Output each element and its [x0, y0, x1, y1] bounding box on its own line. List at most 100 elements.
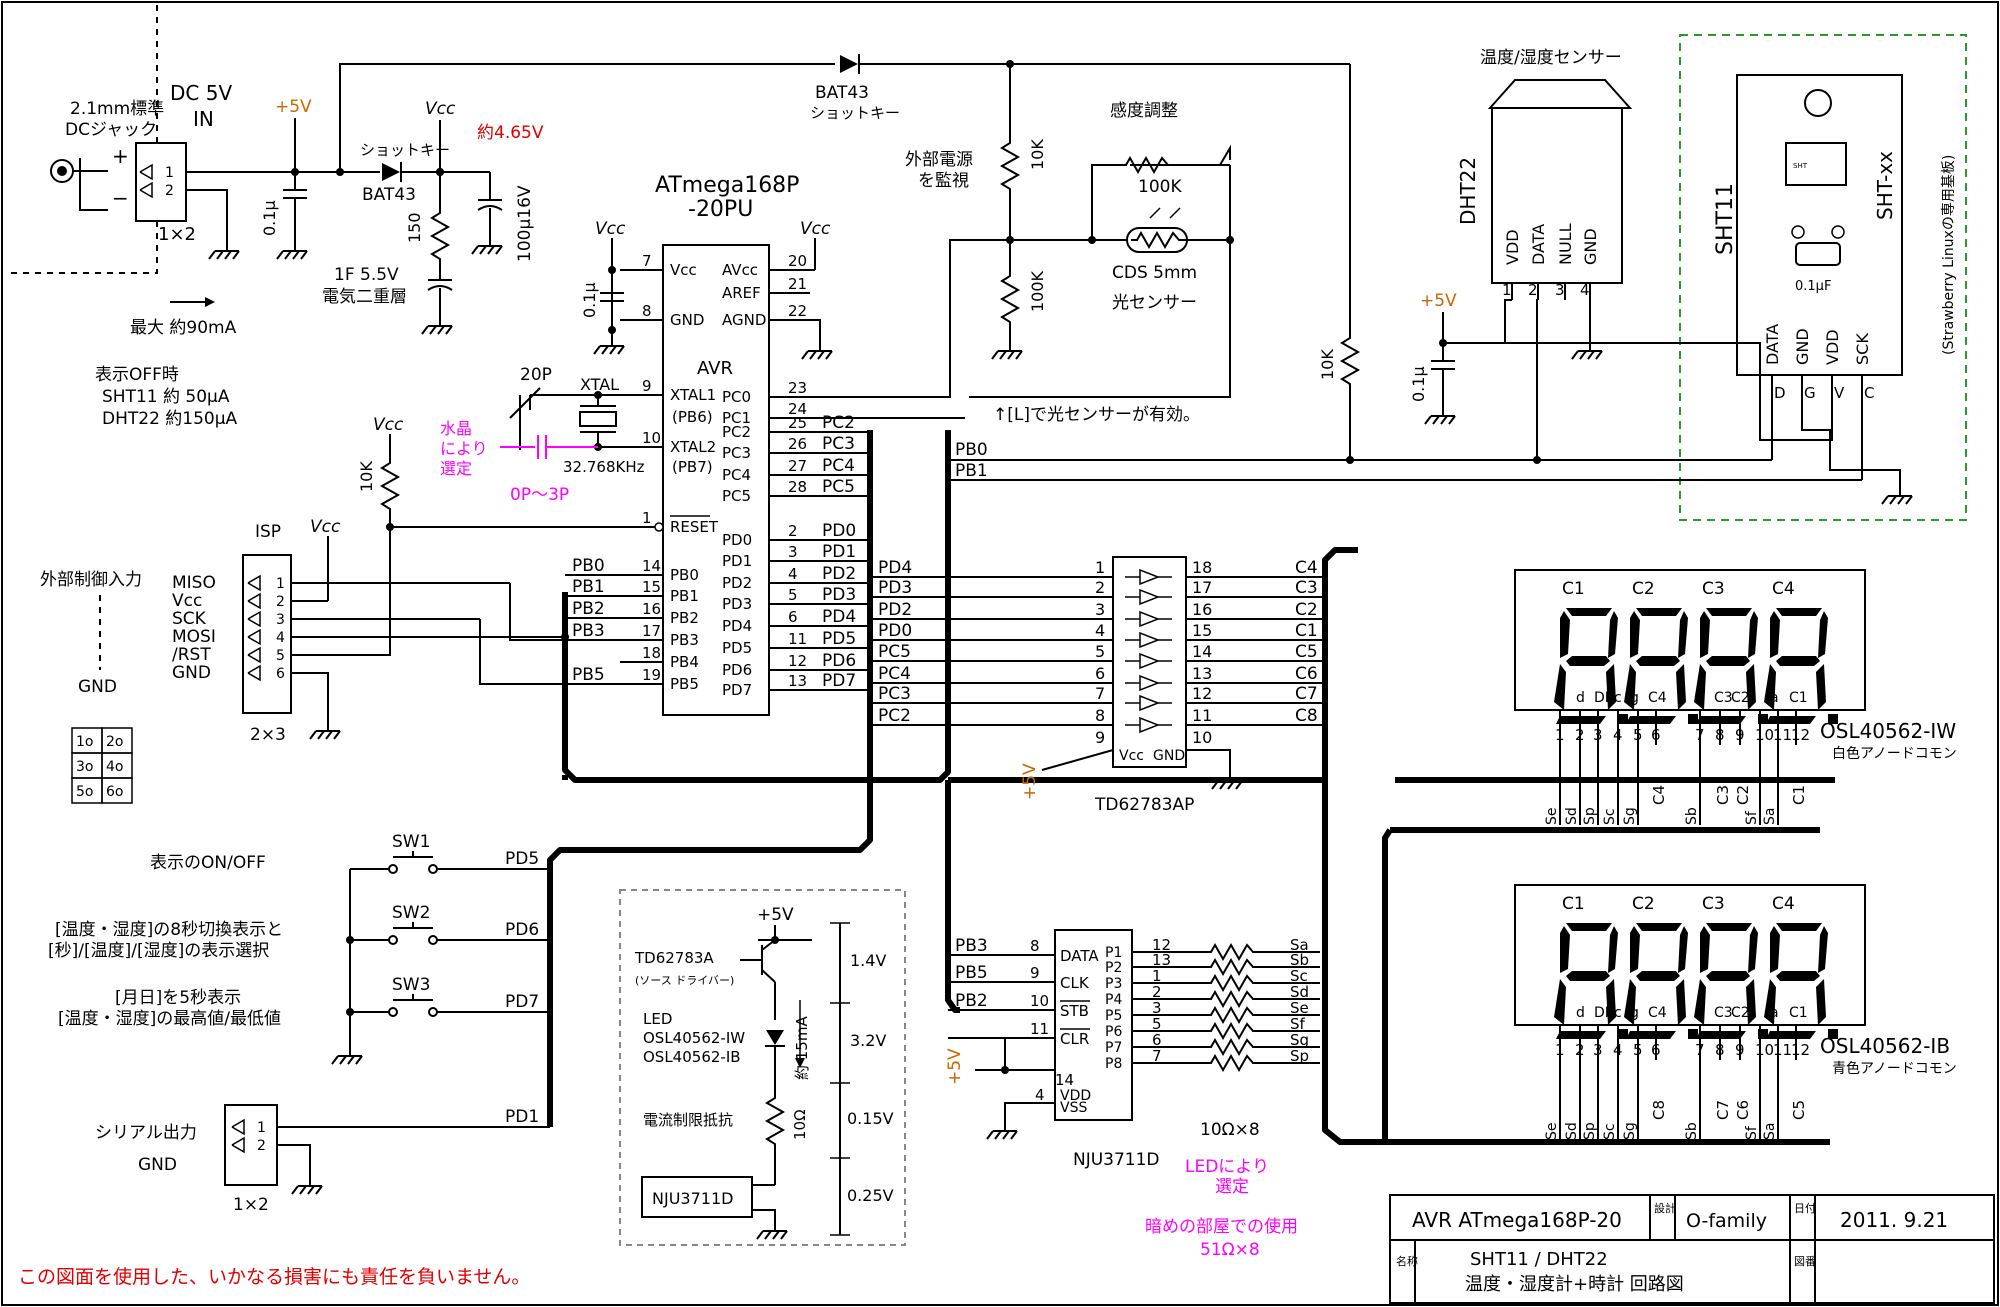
edlc-label-2: 電気二重層	[322, 287, 407, 307]
mcu-pin-num: 7	[642, 252, 652, 270]
drv-out-num: 11	[1192, 706, 1212, 725]
sht11-label: SHT11	[1713, 183, 1738, 255]
ledbox-led2: OSL40562-IB	[643, 1048, 741, 1066]
nju-p-label: P4	[1105, 992, 1122, 1008]
mcu-pin-label: PC2	[722, 423, 751, 441]
isp-connector	[242, 554, 292, 714]
mcu-pin-num: 14	[642, 557, 661, 575]
title-design: 設計	[1654, 1201, 1676, 1215]
seg-pin-label: a	[1770, 1005, 1779, 1021]
drv-out-num: 16	[1192, 600, 1212, 619]
display-seg-net: Sg	[1622, 1122, 1638, 1140]
nju-pin14: 14	[1055, 1071, 1074, 1089]
display-seg-net: Sa	[1762, 1123, 1778, 1140]
xtal-note-2: により	[440, 439, 488, 458]
mcu-pin-label: PD6	[722, 661, 752, 679]
display-seg-net: Sd	[1564, 807, 1580, 825]
seg-pin-label: f	[1748, 690, 1754, 706]
mcu-pin-label: PC4	[722, 466, 751, 484]
mcu-pin-num: 28	[788, 478, 807, 496]
c20p-label: 20P	[520, 365, 552, 385]
title-fig-label: 図番	[1794, 1255, 1816, 1268]
mcu-pin-num: 4	[788, 565, 798, 583]
dc-size-label: 1×2	[158, 224, 196, 245]
dht-pin-num: 4	[1580, 281, 1590, 299]
off-dht22: DHT22 約150μA	[102, 409, 238, 429]
mcu-cap-label: 0.1μ	[580, 282, 599, 318]
mcu-net-label: PC2	[822, 413, 855, 433]
mcu-pin-label: PB2	[670, 609, 699, 627]
digit-common-label: C4	[1772, 894, 1795, 914]
sensor-label: 光センサー	[1112, 293, 1197, 313]
drv-out-num: 18	[1192, 558, 1212, 577]
mcu-pin-label: PB4	[670, 653, 699, 671]
sht-pin-letter: G	[1804, 384, 1816, 402]
crystal: 20P XTAL 32.768KHz 水晶 により 選定 0P〜3P	[440, 365, 663, 505]
drv-out-num: 13	[1192, 664, 1212, 683]
dht-pin-num: 1	[1502, 281, 1512, 299]
mcu-net-label: PC3	[822, 434, 855, 454]
drv-in-net: PD2	[878, 600, 912, 620]
mcu-pin-num: 18	[642, 644, 661, 662]
dht-pin-num: 2	[1528, 281, 1538, 299]
switch-net: PD5	[505, 849, 539, 869]
nju-seg-label: Se	[1290, 999, 1309, 1017]
ext-control: 外部制御入力	[40, 570, 142, 590]
svg-text:2: 2	[165, 183, 174, 199]
ledbox-v3: 0.15V	[847, 1109, 894, 1128]
drv-out-num: 14	[1192, 642, 1212, 661]
display-seg-net: Se	[1544, 808, 1560, 826]
nju-seg-label: Sa	[1290, 936, 1309, 954]
switch-label: SW1	[392, 832, 430, 852]
off-sht11: SHT11 約 50μA	[102, 387, 230, 407]
mcu-pin-label: PD5	[722, 639, 752, 657]
seg-pin-label: e	[1556, 1005, 1565, 1021]
seg-pin-label: b	[1696, 1005, 1705, 1021]
display-pin-num: 11	[1773, 726, 1792, 744]
sensor-cap: 0.1μ	[1409, 366, 1428, 402]
display-seg-net: Sp	[1582, 1122, 1598, 1140]
digit-common-label: C4	[1772, 579, 1795, 599]
mcu-pin-label: PC3	[722, 444, 751, 462]
title-name-label: 名称	[1396, 1254, 1418, 1268]
ledbox-td: TD62783A	[634, 949, 714, 967]
nju-net: PB5	[955, 963, 988, 983]
mcu-pin-num: 15	[642, 578, 661, 596]
sht-pin-letter: D	[1774, 384, 1786, 402]
cap100-label: 100μ16V	[515, 185, 535, 262]
seg-pin-label: e	[1556, 690, 1565, 706]
nju-seg-label: Sc	[1290, 967, 1308, 985]
drv-gnd: GND	[1153, 748, 1185, 764]
ledbox-plus5v: +5V	[757, 905, 794, 925]
mcu-pin-num: 21	[788, 275, 807, 293]
nju-note-3: 暗めの部屋での使用	[1145, 1216, 1298, 1237]
mcu-suffix: -20PU	[688, 197, 753, 222]
ledbox-led1: OSL40562-IW	[643, 1029, 745, 1047]
mcu-pin-num: 6	[788, 608, 798, 626]
display-seg-net: Sa	[1762, 808, 1778, 825]
nju-pin-label: CLR	[1060, 1030, 1089, 1048]
mcu-pin-num: 16	[642, 600, 661, 618]
mcu-pin-label: PD3	[722, 595, 752, 613]
mcu-pin-label: AGND	[722, 311, 766, 329]
mcu-pin-num: 10	[642, 429, 661, 447]
display-seg-net: Sf	[1744, 810, 1760, 825]
led-current-note: +5V TD62783A (ソース ドライバー) LED OSL40562-IW…	[619, 889, 906, 1246]
mcu-pin-label: PD7	[722, 681, 752, 699]
mcu-left-net: PB3	[572, 621, 605, 641]
ledbox-led: LED	[643, 1010, 672, 1028]
drv-out-net: C8	[1295, 706, 1318, 726]
power-section: 2.1mm標準 DCジャック + − DC 5V IN 1×2 1 2 +5V …	[5, 5, 1010, 429]
drv-out-net: C7	[1295, 684, 1318, 704]
isp-title: ISP	[255, 522, 281, 542]
serial-net: PD1	[505, 1107, 539, 1127]
sht-chip-label: SHT	[1793, 162, 1808, 170]
drv-in-net: PD0	[878, 621, 912, 641]
digit-common-label: C3	[1702, 894, 1725, 914]
nju-pin4: 4	[1035, 1086, 1045, 1104]
nju-p-num: 3	[1152, 999, 1162, 1017]
switch-label: SW3	[392, 975, 430, 995]
